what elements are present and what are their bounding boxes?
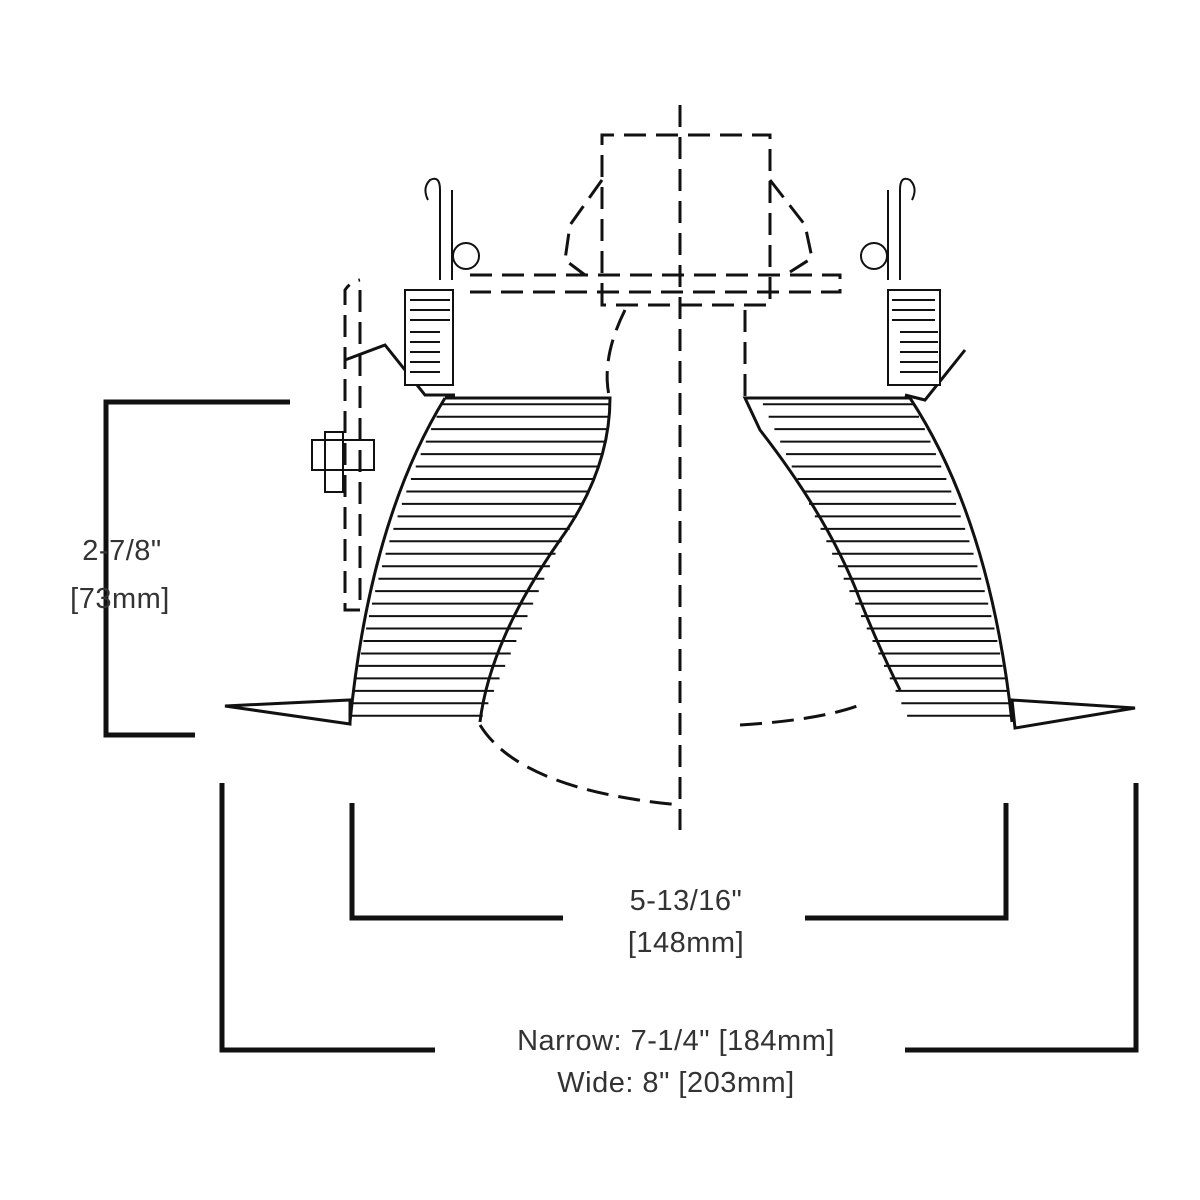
socket-housing xyxy=(343,133,861,807)
baffle-right-outline xyxy=(908,397,1014,723)
aperture-bracket-left xyxy=(349,803,563,921)
height-bracket xyxy=(103,399,290,738)
mounting-clip-left xyxy=(344,177,480,397)
height-metric: [73mm] xyxy=(70,583,170,615)
flange-narrow: Narrow: 7-1/4" [184mm] xyxy=(517,1025,835,1057)
flange-wide: Wide: 8" [203mm] xyxy=(557,1067,794,1099)
baffle-left-inner xyxy=(445,396,612,723)
flange-bracket-right xyxy=(905,783,1139,1053)
flange-right xyxy=(1010,698,1136,730)
height-imperial: 2-7/8" xyxy=(82,535,161,567)
aperture-bracket-right xyxy=(805,803,1009,921)
mounting-clip-right xyxy=(860,177,967,402)
flange-left xyxy=(224,698,352,726)
screw-bracket xyxy=(311,431,375,493)
baffle-left-outline xyxy=(348,397,447,723)
aperture-metric: [148mm] xyxy=(628,927,744,959)
baffle-ribs xyxy=(350,403,1012,717)
aperture-imperial: 5-13/16" xyxy=(630,885,743,917)
flange-bracket-left xyxy=(219,783,435,1053)
baffle-right-inner xyxy=(742,396,910,691)
